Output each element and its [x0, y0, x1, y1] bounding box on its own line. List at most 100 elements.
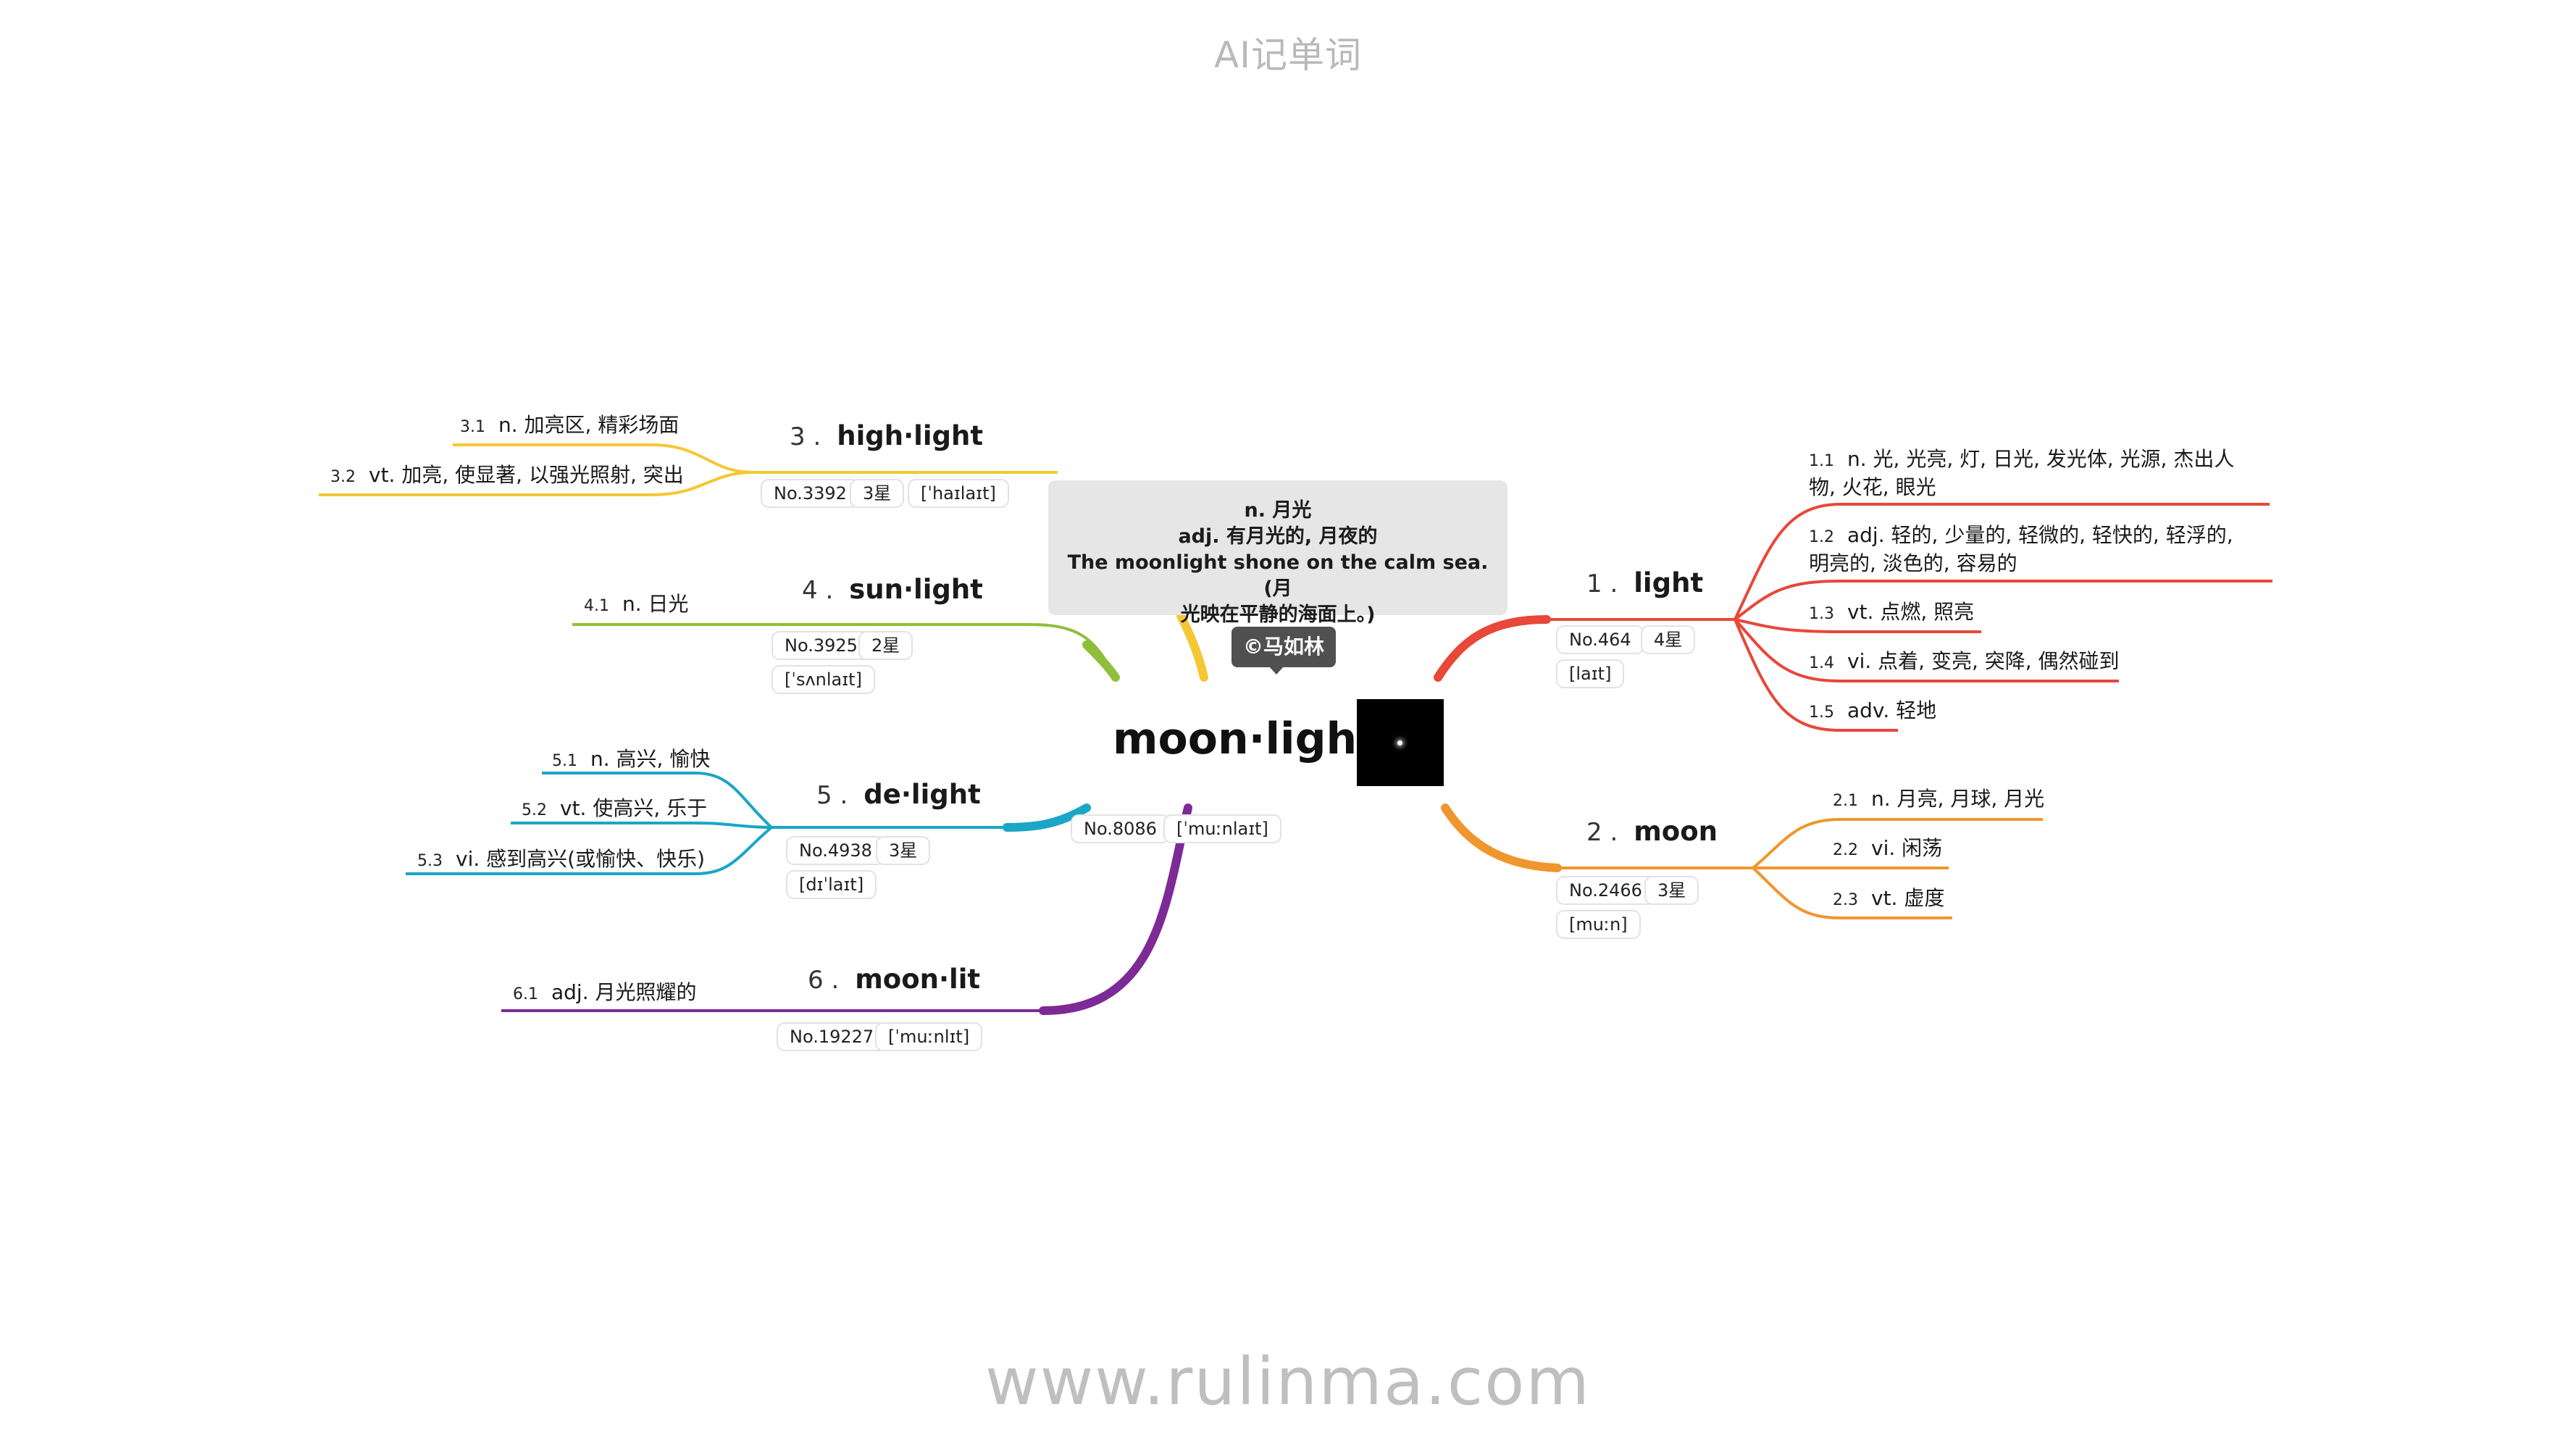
sunlight-stars-tag: 2星 [858, 631, 913, 660]
item-text: vt. 使高兴, 乐于 [560, 796, 708, 820]
item-number: 2.2 [1833, 841, 1858, 859]
light-no-tag: No.464 [1556, 625, 1644, 654]
branch-word: de·light [863, 779, 981, 810]
moon-stars-tag: 3星 [1644, 876, 1699, 905]
popup-line-example: The moonlight shone on the calm sea. (月 [1067, 551, 1489, 600]
popup-line-translation: 光映在平静的海面上。) [1180, 604, 1376, 626]
item-number: 1.5 [1809, 703, 1834, 722]
light-item-1-5[interactable]: 1.5 adv. 轻地 [1809, 698, 1936, 726]
item-text: n. 日光 [622, 592, 689, 616]
item-number: 1.1 [1809, 452, 1834, 470]
light-phonetic-tag: [laɪt] [1556, 659, 1625, 688]
connector-light-1-2 [1734, 580, 2272, 621]
connector-central-moonlit [1039, 803, 1192, 1015]
moonlit-phonetic-tag: [ˈmuːnlɪt] [875, 1022, 983, 1051]
item-number: 1.4 [1809, 654, 1834, 672]
item-text: adv. 轻地 [1847, 698, 1937, 722]
item-text: n. 月亮, 月球, 月光 [1871, 787, 2045, 811]
item-number: 5.1 [552, 752, 577, 770]
central-phonetic-tag: [ˈmuːnlaɪt] [1163, 814, 1281, 843]
branch-number: 5 . [816, 781, 848, 810]
connector-light-1-4 [1734, 618, 2119, 682]
branch-word: sun·light [849, 574, 983, 605]
branch-number: 6 . [808, 966, 840, 995]
branch-title-highlight[interactable]: 3 .high·light [790, 420, 983, 451]
sunlight-item-4-1[interactable]: 4.1 n. 日光 [584, 591, 689, 619]
item-number: 3.1 [460, 418, 485, 436]
moon-no-tag: No.2466 [1556, 876, 1655, 905]
central-no-tag: No.8086 [1071, 814, 1170, 843]
branch-word: moon·lit [855, 964, 981, 995]
connector-moon-2-3 [1752, 867, 1952, 919]
branch-title-sunlight[interactable]: 4 . sun·light [802, 574, 983, 605]
branch-word: light [1634, 567, 1704, 598]
item-number: 5.3 [417, 852, 443, 870]
central-topic-word[interactable]: moon·light [1113, 714, 1378, 764]
branch-title-light[interactable]: 1 . light [1586, 567, 1703, 598]
delight-no-tag: No.4938 [786, 836, 885, 865]
item-text: vt. 加亮, 使显著, 以强光照射, 突出 [369, 463, 684, 487]
item-number: 3.2 [330, 468, 356, 486]
connector-central-highlight [1176, 611, 1208, 682]
connector-light-1-1 [1734, 503, 2270, 620]
connector-central-moon [1441, 803, 1562, 872]
author-badge-pointer [1268, 666, 1284, 675]
branch-number: 1 . [1586, 569, 1618, 598]
moon-glow-icon [1397, 740, 1402, 746]
branch-number: 3 . [790, 422, 821, 451]
connector-central-light [1434, 615, 1551, 682]
branch-title-moonlit[interactable]: 6 . moon·lit [808, 964, 980, 995]
item-number: 2.1 [1833, 792, 1858, 810]
connector-delight-5-3 [406, 826, 773, 875]
footer-watermark-url: www.rulinma.com [985, 1344, 1591, 1420]
item-number: 5.2 [522, 801, 547, 819]
connector-highlight-3-1 [453, 443, 754, 474]
branch-word: moon [1634, 816, 1718, 847]
item-number: 4.1 [584, 597, 609, 615]
page-title: AI记单词 [1214, 34, 1362, 76]
sunlight-no-tag: No.3925 [771, 631, 871, 660]
highlight-item-3-2[interactable]: 3.2 vt. 加亮, 使显著, 以强光照射, 突出 [330, 462, 684, 490]
item-text: adj. 月光照耀的 [551, 980, 697, 1004]
item-text: vi. 感到高兴(或愉快、快乐) [456, 847, 705, 871]
central-topic-image [1357, 699, 1444, 786]
moonlit-no-tag: No.19227 [777, 1022, 887, 1051]
moon-item-2-3[interactable]: 2.3 vt. 虚度 [1833, 885, 1944, 914]
item-number: 1.3 [1809, 605, 1834, 623]
branch-title-moon[interactable]: 2 . moon [1586, 816, 1718, 847]
item-text: n. 高兴, 愉快 [590, 747, 711, 771]
item-text: vt. 虚度 [1871, 886, 1945, 910]
item-number: 2.3 [1833, 891, 1858, 909]
item-text: n. 加亮区, 精彩场面 [498, 413, 679, 437]
highlight-item-3-1[interactable]: 3.1 n. 加亮区, 精彩场面 [460, 412, 679, 440]
item-text: n. 光, 光亮, 灯, 日光, 发光体, 光源, 杰出人物, 火花, 眼光 [1809, 447, 2235, 499]
branch-number: 2 . [1586, 818, 1618, 847]
branch-number: 4 . [802, 576, 834, 605]
light-stars-tag: 4星 [1641, 625, 1696, 654]
connector-central-delight [1003, 803, 1091, 832]
delight-item-5-2[interactable]: 5.2 vt. 使高兴, 乐于 [522, 796, 707, 824]
item-number: 6.1 [513, 985, 538, 1003]
delight-item-5-1[interactable]: 5.1 n. 高兴, 愉快 [552, 746, 710, 774]
highlight-no-tag: No.3392 [761, 479, 860, 508]
delight-item-5-3[interactable]: 5.3 vi. 感到高兴(或愉快、快乐) [417, 846, 705, 874]
item-text: adj. 轻的, 少量的, 轻微的, 轻快的, 轻浮的, 明亮的, 淡色的, 容… [1809, 523, 2233, 575]
branch-title-delight[interactable]: 5 . de·light [816, 779, 981, 810]
popup-line-adj: adj. 有月光的, 月夜的 [1178, 525, 1378, 548]
connector-highlight-3-2 [319, 471, 754, 496]
connector-delight-5-1 [542, 772, 773, 829]
connector-sunlight-main [572, 623, 1117, 678]
author-badge: ©马如林 [1231, 627, 1337, 667]
sunlight-phonetic-tag: [ˈsʌnlaɪt] [771, 665, 875, 694]
moon-phonetic-tag: [muːn] [1556, 910, 1641, 939]
moonlit-item-6-1[interactable]: 6.1 adj. 月光照耀的 [513, 980, 697, 1008]
moon-item-2-1[interactable]: 2.1 n. 月亮, 月球, 月光 [1833, 786, 2044, 814]
highlight-stars-tag: 3星 [850, 479, 905, 508]
highlight-phonetic-tag: [ˈhaɪlaɪt] [908, 479, 1009, 508]
